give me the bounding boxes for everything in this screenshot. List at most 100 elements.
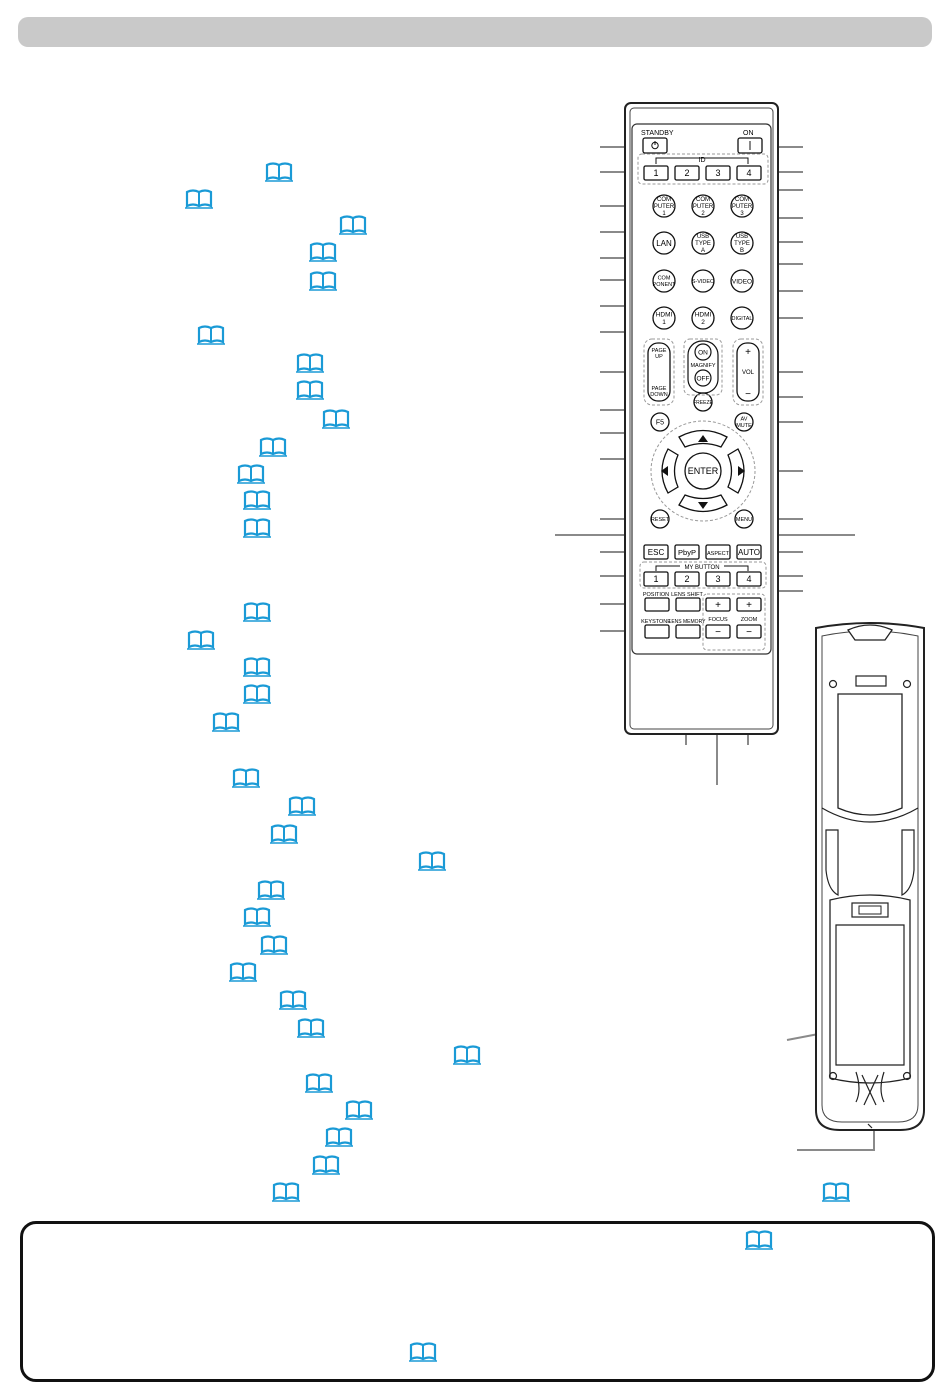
computer3-button-label: 3	[740, 211, 744, 217]
hdmi1-button-label: 1	[662, 319, 666, 326]
keystone-button	[644, 624, 670, 639]
computer3-button[interactable]	[730, 194, 754, 218]
component-button[interactable]	[652, 269, 676, 293]
hdmi2-button[interactable]	[691, 306, 715, 330]
book-reference-icon	[187, 630, 217, 652]
book-reference-icon	[312, 1155, 342, 1177]
book-reference-icon	[229, 962, 259, 984]
book-reference-icon	[260, 935, 290, 957]
my-button-number: 4	[746, 574, 751, 584]
magnify-on-label: ON	[698, 350, 708, 357]
id-button-label: 2	[684, 168, 689, 178]
book-reference-icon	[237, 464, 267, 486]
f5-button[interactable]	[650, 412, 670, 432]
book-reference-icon	[409, 1342, 439, 1364]
id-button-label: 4	[746, 168, 751, 178]
usb-type-a-button-label: A	[701, 248, 705, 254]
left-button	[661, 448, 679, 494]
focus-label: FOCUS	[708, 617, 728, 623]
id-button-2[interactable]	[674, 165, 700, 181]
usb-type-a-button[interactable]	[691, 231, 715, 255]
digital-button-label: DIGITAL	[732, 316, 753, 322]
page-up-line2: UP	[655, 354, 663, 360]
zoom-plus-button	[736, 597, 762, 612]
my-button-1[interactable]	[643, 571, 669, 587]
book-reference-icon	[339, 215, 369, 237]
computer2-button[interactable]	[691, 194, 715, 218]
video-button[interactable]	[730, 269, 754, 293]
freeze-button-label: FREEZE	[693, 400, 713, 406]
usb-type-b-button[interactable]	[730, 231, 754, 255]
computer3-button-label: COM	[735, 197, 749, 203]
esc-button-label: ESC	[648, 548, 665, 557]
auto-button[interactable]	[736, 544, 762, 560]
id-label: ID	[699, 157, 706, 164]
id-button-3[interactable]	[705, 165, 731, 181]
reset-button[interactable]	[650, 509, 670, 529]
usb-type-b-button-label: USB	[736, 234, 748, 240]
book-reference-icon	[345, 1100, 375, 1122]
aspect-button-label: ASPECT	[707, 551, 730, 557]
book-reference-icon	[212, 712, 242, 734]
focus-minus-button	[705, 624, 731, 639]
my-button-number: 2	[684, 574, 689, 584]
usb-type-b-button-label: TYPE	[734, 241, 750, 247]
menu-button-label: MENU	[736, 517, 752, 523]
my-button-3[interactable]	[705, 571, 731, 587]
lens-shift-label: LENS SHIFT	[671, 592, 703, 598]
book-reference-icon	[288, 796, 318, 818]
id-button-1[interactable]	[643, 165, 669, 181]
book-reference-icon	[322, 409, 352, 431]
lan-button[interactable]	[652, 231, 676, 255]
triangle-left-icon	[661, 466, 668, 476]
book-reference-icon	[453, 1045, 483, 1067]
my-button-2[interactable]	[674, 571, 700, 587]
freeze-button[interactable]	[693, 392, 713, 412]
svideo-button[interactable]	[691, 269, 715, 293]
hdmi2-button-label: 2	[701, 319, 705, 326]
hdmi1-button[interactable]	[652, 306, 676, 330]
lan-button-label: LAN	[656, 239, 672, 248]
vol-plus: +	[745, 347, 751, 358]
magnify-off-button	[694, 369, 712, 387]
component-button-label: PONENT	[653, 282, 677, 288]
book-reference-icon	[259, 437, 289, 459]
book-reference-icon	[297, 1018, 327, 1040]
zoom-minus-button	[736, 624, 762, 639]
page-down-line1: PAGE	[652, 386, 667, 392]
lens-shift-button	[675, 597, 701, 612]
enter-button	[684, 452, 722, 490]
note-box	[20, 1221, 935, 1382]
av-mute-button[interactable]	[734, 412, 754, 432]
book-reference-icon	[822, 1182, 852, 1204]
book-reference-icon	[243, 684, 273, 706]
my-button-4[interactable]	[736, 571, 762, 587]
hdmi1-button-label: HDMI	[656, 312, 673, 319]
position-button	[644, 597, 670, 612]
pbyp-button[interactable]	[674, 544, 700, 560]
my-button-number: 3	[715, 574, 720, 584]
triangle-right-icon	[738, 466, 745, 476]
computer1-button-label: COM	[657, 197, 671, 203]
menu-button[interactable]	[734, 509, 754, 529]
round-buttons: COMPUTER1COMPUTER2COMPUTER3LANUSBTYPEAUS…	[650, 194, 754, 529]
computer1-button-label: PUTER	[654, 204, 675, 210]
aspect-button[interactable]	[705, 544, 731, 560]
book-reference-icon	[279, 990, 309, 1012]
id-button-4[interactable]	[736, 165, 762, 181]
book-reference-icon	[325, 1127, 355, 1149]
usb-type-a-button-label: USB	[697, 234, 709, 240]
focus-minus: −	[715, 627, 721, 638]
computer1-button[interactable]	[652, 194, 676, 218]
book-reference-icon	[272, 1182, 302, 1204]
hdmi2-button-label: HDMI	[695, 312, 712, 319]
cursor-pad: ENTER	[661, 429, 745, 513]
enter-label: ENTER	[688, 466, 719, 476]
standby-label: STANDBY	[641, 130, 674, 137]
reset-button-label: RESET	[651, 517, 670, 523]
zoom-label: ZOOM	[741, 617, 758, 623]
digital-button[interactable]	[730, 306, 754, 330]
esc-button[interactable]	[643, 544, 669, 560]
